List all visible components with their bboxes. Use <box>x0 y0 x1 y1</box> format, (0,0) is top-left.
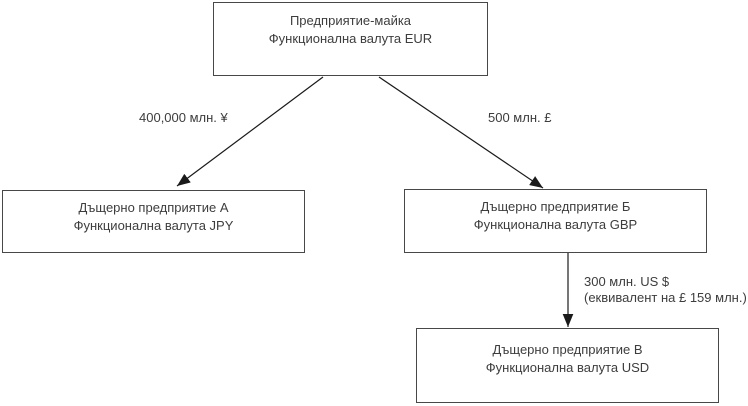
node-parent-company-name: Предприятие-майка <box>289 13 412 28</box>
edge-b-to-c-label-equivalent: (еквивалент на £ 159 млн.) <box>584 290 747 305</box>
node-subsidiary-a-currency: Функционална валута JPY <box>73 218 234 233</box>
node-subsidiary-c: Дъщерно предприятие В Функционална валут… <box>416 328 719 403</box>
edge-b-to-c-label: 300 млн. US $ (еквивалент на £ 159 млн.) <box>584 274 747 306</box>
node-subsidiary-b: Дъщерно предприятие Б Функционална валут… <box>404 189 707 253</box>
edge-parent-to-b-label: 500 млн. £ <box>488 110 552 125</box>
edge-parent-to-b-arrow <box>378 76 544 189</box>
edge-parent-to-a-arrow <box>176 76 324 187</box>
node-subsidiary-a: Дъщерно предприятие А Функционална валут… <box>2 190 305 253</box>
edge-b-to-c-label-amount: 300 млн. US $ <box>584 274 670 289</box>
node-subsidiary-b-currency: Функционална валута GBP <box>473 217 638 232</box>
node-parent-company-currency: Функционална валута EUR <box>268 31 433 46</box>
node-subsidiary-c-name: Дъщерно предприятие В <box>492 342 643 357</box>
node-subsidiary-a-name: Дъщерно предприятие А <box>78 200 229 215</box>
node-subsidiary-c-currency: Функционална валута USD <box>485 360 650 375</box>
node-parent-company: Предприятие-майка Функционална валута EU… <box>213 2 488 76</box>
node-subsidiary-b-name: Дъщерно предприятие Б <box>480 199 631 214</box>
edge-parent-to-a-label: 400,000 млн. ¥ <box>139 110 228 125</box>
